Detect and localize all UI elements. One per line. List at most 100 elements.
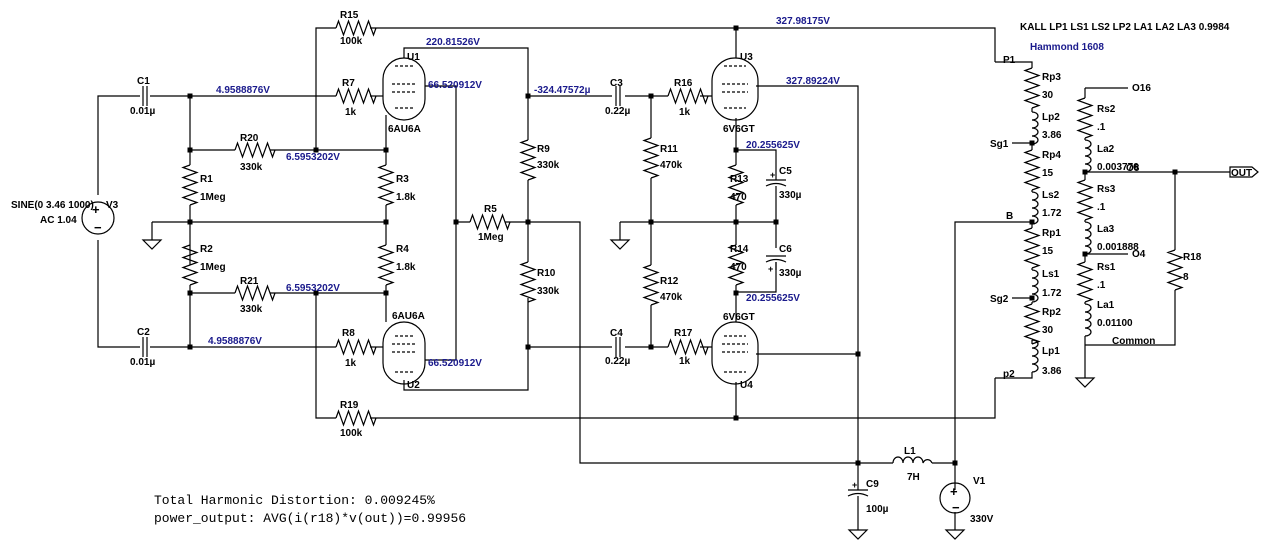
tube-u4 xyxy=(711,321,759,385)
svg-text:6.5953202V: 6.5953202V xyxy=(286,152,340,163)
svg-text:.1: .1 xyxy=(1097,280,1106,291)
svg-text:C5: C5 xyxy=(779,166,792,177)
svg-text:1Meg: 1Meg xyxy=(200,192,226,203)
transformer-model: Hammond 1608 xyxy=(1030,42,1104,53)
svg-text:Rp1: Rp1 xyxy=(1042,228,1061,239)
svg-text:1.8k: 1.8k xyxy=(396,192,416,203)
svg-text:0.22µ: 0.22µ xyxy=(605,356,630,367)
resistor-r12 xyxy=(643,264,659,306)
capacitor-c2 xyxy=(142,337,148,357)
svg-text:C4: C4 xyxy=(610,328,623,339)
svg-text:330µ: 330µ xyxy=(779,268,802,279)
capacitor-c3 xyxy=(615,86,621,106)
svg-text:−: − xyxy=(94,220,102,235)
svg-text:0.01µ: 0.01µ xyxy=(130,106,155,117)
resistor-r4 xyxy=(378,244,394,286)
svg-text:La2: La2 xyxy=(1097,144,1115,155)
svg-text:6V6GT: 6V6GT xyxy=(723,124,755,135)
svg-text:V1: V1 xyxy=(973,476,986,487)
capacitor-c4 xyxy=(615,337,621,357)
svg-text:1Meg: 1Meg xyxy=(478,232,504,243)
svg-text:Rp2: Rp2 xyxy=(1042,307,1061,318)
svg-text:330k: 330k xyxy=(537,286,560,297)
svg-text:7H: 7H xyxy=(907,472,920,483)
svg-text:330V: 330V xyxy=(970,514,994,525)
svg-text:1.8k: 1.8k xyxy=(396,262,416,273)
svg-text:Sg1: Sg1 xyxy=(990,139,1009,150)
svg-text:C3: C3 xyxy=(610,78,623,89)
svg-text:.1: .1 xyxy=(1097,122,1106,133)
svg-text:0.003776: 0.003776 xyxy=(1097,162,1139,173)
resistor-rp4 xyxy=(1024,149,1040,191)
inductor-la2 xyxy=(1084,139,1092,173)
svg-text:100µ: 100µ xyxy=(866,504,889,515)
svg-text:R18: R18 xyxy=(1183,252,1202,263)
resistor-r20 xyxy=(234,142,276,158)
svg-text:4.9588876V: 4.9588876V xyxy=(216,85,270,96)
tube-u2 xyxy=(382,321,426,385)
svg-text:1Meg: 1Meg xyxy=(200,262,226,273)
svg-text:O16: O16 xyxy=(1132,83,1151,94)
svg-text:+: + xyxy=(770,170,775,180)
resistor-rp3 xyxy=(1024,67,1040,109)
svg-text:100k: 100k xyxy=(340,428,363,439)
output-port xyxy=(1229,166,1259,178)
resistor-r11 xyxy=(643,137,659,179)
capacitor-c1 xyxy=(142,86,148,106)
svg-text:Rp4: Rp4 xyxy=(1042,150,1061,161)
svg-text:.1: .1 xyxy=(1097,202,1106,213)
svg-text:220.81526V: 220.81526V xyxy=(426,37,480,48)
resistor-rp2 xyxy=(1024,303,1040,345)
svg-text:-324.47572µ: -324.47572µ xyxy=(534,85,591,96)
voltage-source-v1 xyxy=(939,482,971,514)
svg-text:Rs1: Rs1 xyxy=(1097,262,1116,273)
svg-text:30: 30 xyxy=(1042,90,1054,101)
svg-text:R21: R21 xyxy=(240,276,259,287)
svg-text:Rs3: Rs3 xyxy=(1097,184,1116,195)
svg-text:−: − xyxy=(952,500,960,515)
resistor-r3 xyxy=(378,164,394,206)
svg-text:15: 15 xyxy=(1042,246,1054,257)
resistor-r10 xyxy=(520,261,536,303)
svg-text:B: B xyxy=(1006,211,1013,222)
v3-ac: AC 1.04 xyxy=(40,215,77,226)
inductor-la1 xyxy=(1084,303,1092,337)
svg-text:R2: R2 xyxy=(200,244,213,255)
resistor-rs2 xyxy=(1077,97,1093,139)
tube-u1 xyxy=(382,57,426,121)
labels: KALL LP1 LS1 LS2 LP2 LA1 LA2 LA3 0.9984 … xyxy=(11,10,1252,526)
resistor-rp1 xyxy=(1024,227,1040,269)
inductor-lp1 xyxy=(1031,339,1039,373)
out-label: OUT xyxy=(1231,168,1252,179)
svg-text:Rs2: Rs2 xyxy=(1097,104,1116,115)
svg-text:L1: L1 xyxy=(904,446,916,457)
resistor-r5 xyxy=(469,214,511,230)
svg-text:8: 8 xyxy=(1183,272,1189,283)
svg-text:Rp3: Rp3 xyxy=(1042,72,1061,83)
resistor-r18 xyxy=(1167,249,1183,291)
svg-text:66.520912V: 66.520912V xyxy=(428,358,482,369)
tubes xyxy=(382,57,759,385)
wires xyxy=(97,27,1230,530)
svg-text:R7: R7 xyxy=(342,78,355,89)
svg-text:C6: C6 xyxy=(779,244,792,255)
svg-text:327.98175V: 327.98175V xyxy=(776,16,830,27)
svg-text:6AU6A: 6AU6A xyxy=(392,311,425,322)
svg-text:U3: U3 xyxy=(740,52,753,63)
svg-text:1k: 1k xyxy=(679,107,691,118)
inductor-ls2 xyxy=(1031,191,1039,225)
svg-text:1k: 1k xyxy=(345,358,357,369)
svg-text:330µ: 330µ xyxy=(779,190,802,201)
svg-text:0.01µ: 0.01µ xyxy=(130,357,155,368)
svg-text:0.01100: 0.01100 xyxy=(1097,318,1133,329)
svg-text:0.001888: 0.001888 xyxy=(1097,242,1139,253)
inductor-lp2 xyxy=(1031,111,1039,145)
svg-text:Lp2: Lp2 xyxy=(1042,112,1060,123)
svg-text:330k: 330k xyxy=(240,162,263,173)
kall-directive: KALL LP1 LS1 LS2 LP2 LA1 LA2 LA3 0.9984 xyxy=(1020,22,1230,33)
svg-text:La3: La3 xyxy=(1097,224,1115,235)
svg-text:R1: R1 xyxy=(200,174,213,185)
svg-text:0.22µ: 0.22µ xyxy=(605,106,630,117)
sources: + − + − xyxy=(81,201,971,515)
